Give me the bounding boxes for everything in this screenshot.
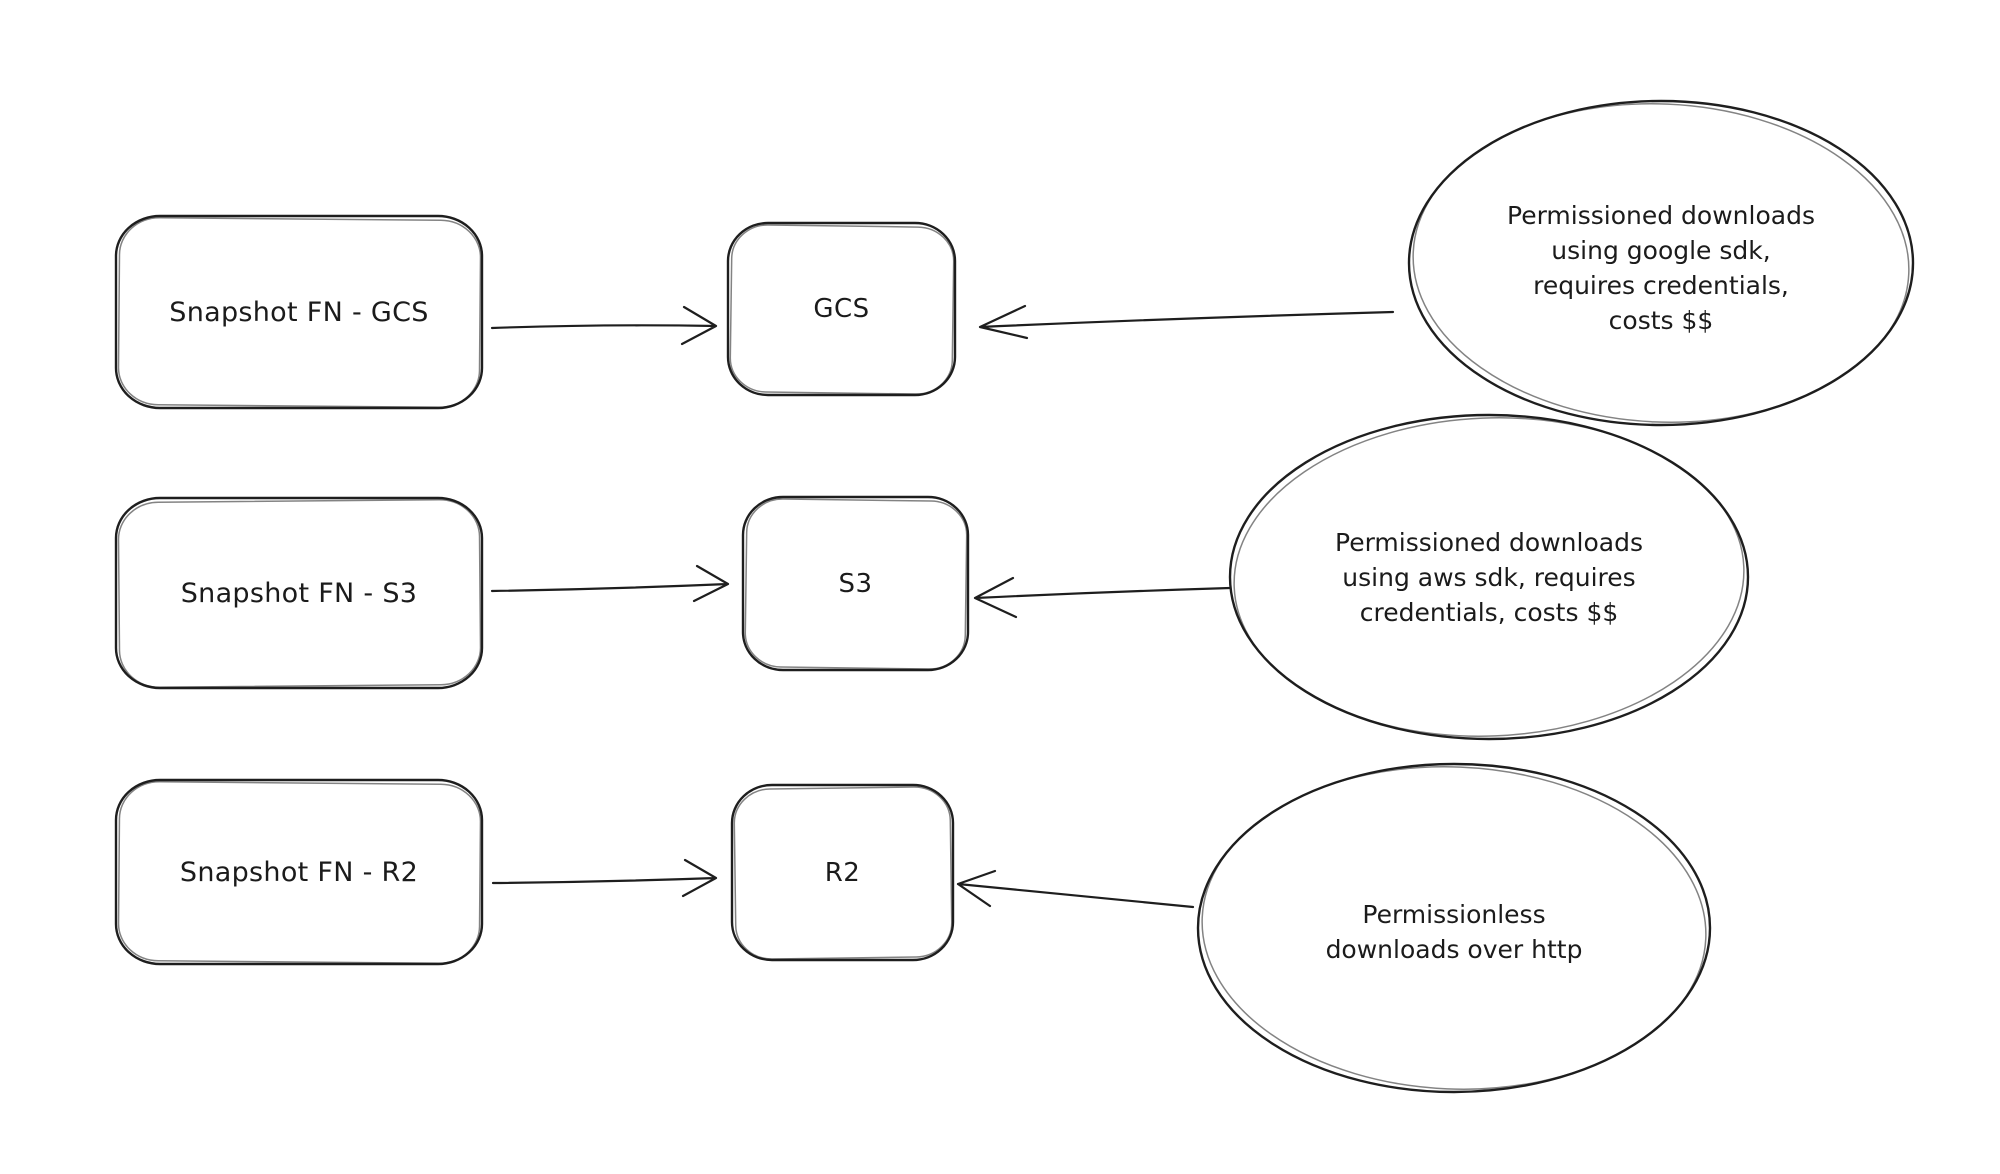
sketch-stroke — [1233, 417, 1745, 737]
node-snapshot-s3-label[interactable]: Snapshot FN - S3 — [180, 577, 418, 609]
note-line: downloads over http — [1325, 935, 1583, 964]
note-r2-label[interactable]: Permissionless downloads over http — [1204, 802, 1704, 1062]
note-line: Permissionless — [1362, 900, 1546, 929]
node-snapshot-gcs-label[interactable]: Snapshot FN - GCS — [169, 296, 429, 328]
note-r2-shape[interactable] — [1195, 757, 1712, 1100]
sketch-stroke — [117, 781, 482, 964]
node-snapshot-gcs-shape[interactable] — [114, 214, 484, 410]
node-snapshot-r2-label[interactable]: Snapshot FN - R2 — [179, 856, 419, 888]
rounded-rect — [726, 221, 957, 397]
node-gcs-shape[interactable] — [726, 221, 957, 397]
arrow-note-s3-to-s3[interactable] — [973, 576, 1232, 619]
node-s3-shape[interactable] — [741, 495, 970, 672]
sketch-stroke — [733, 786, 953, 960]
note-line: costs $$ — [1608, 306, 1714, 335]
sketch-stroke — [1201, 766, 1707, 1090]
note-line: Permissioned downloads — [1335, 527, 1643, 557]
ellipse — [1196, 762, 1712, 1094]
sketch-stroke — [117, 499, 482, 688]
ellipse — [1407, 99, 1915, 427]
sketch-stroke — [744, 498, 968, 670]
arrow-snapshot-s3-to-s3[interactable] — [490, 564, 730, 603]
rounded-rect — [114, 214, 484, 410]
note-line: using google sdk, — [1551, 236, 1771, 265]
node-snapshot-r2-shape[interactable] — [114, 778, 484, 966]
note-line: using aws sdk, requires — [1342, 562, 1636, 592]
note-s3-label[interactable]: Permissioned downloads using aws sdk, re… — [1239, 447, 1739, 707]
arrow-note-gcs-to-gcs[interactable] — [978, 304, 1395, 340]
node-r2-shape[interactable] — [730, 783, 955, 962]
note-s3-shape[interactable] — [1228, 408, 1750, 746]
rounded-rect — [114, 778, 484, 966]
node-gcs-label[interactable]: GCS — [813, 294, 870, 324]
sketch-stroke — [1412, 103, 1910, 423]
arrow-note-r2-to-r2[interactable] — [956, 869, 1195, 909]
note-gcs-shape[interactable] — [1406, 93, 1915, 432]
rounded-rect — [741, 495, 970, 672]
note-line: requires credentials, — [1533, 271, 1789, 300]
rounded-rect — [730, 783, 955, 962]
note-line: Permissioned downloads — [1507, 201, 1815, 230]
arrow-snapshot-gcs-to-gcs[interactable] — [490, 305, 718, 346]
sketch-stroke — [117, 217, 482, 408]
node-r2-label[interactable]: R2 — [824, 857, 861, 888]
node-s3-label[interactable]: S3 — [838, 568, 873, 599]
rounded-rect — [114, 496, 484, 690]
node-snapshot-s3-shape[interactable] — [114, 496, 484, 690]
ellipse — [1228, 413, 1750, 741]
note-line: credentials, costs $$ — [1359, 597, 1619, 627]
note-gcs-label[interactable]: Permissioned downloads using google sdk,… — [1411, 133, 1911, 403]
sketch-stroke — [729, 224, 955, 395]
arrow-snapshot-r2-to-r2[interactable] — [491, 858, 718, 898]
